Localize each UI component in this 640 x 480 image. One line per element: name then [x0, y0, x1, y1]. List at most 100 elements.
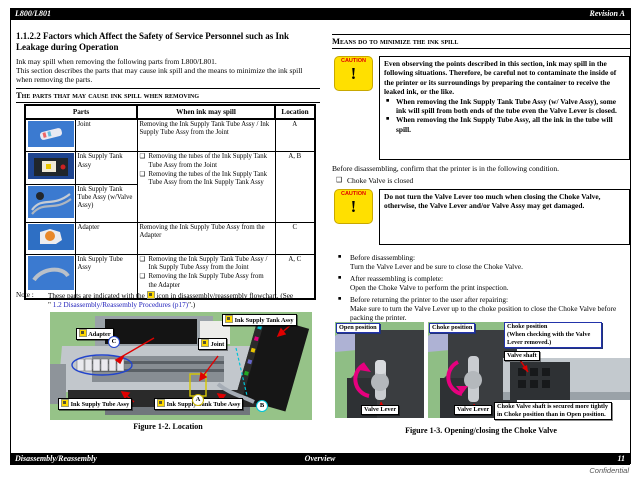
valve-photo-choke — [428, 322, 517, 418]
part-name: Ink Supply Tank Tube Assy (w/Valve Assy) — [74, 183, 138, 223]
part-photo-joint — [24, 118, 76, 153]
part-photo-tank-tube — [24, 183, 76, 223]
page-footer-bar: Disassembly/Reassembly Overview 11 — [10, 453, 630, 465]
footer-page-number: 11 — [617, 454, 625, 463]
part-photo-adapter — [24, 221, 76, 256]
header-revision: Revision A — [589, 9, 625, 18]
note: Note : These parts are indicated with th… — [16, 291, 320, 310]
location-marker-a: A — [192, 394, 204, 406]
bullet-body: Turn the Valve Lever and be sure to clos… — [350, 262, 523, 271]
col-header-location: Location — [274, 103, 316, 121]
bullet-title: Before disassembling: — [350, 253, 416, 262]
position-label: Choke position — [429, 323, 476, 333]
disassembly-flag-icon — [157, 399, 165, 407]
bullet-title: After reassembling is complete: — [350, 274, 444, 283]
figure-choke-position-photo: Choke position Valve Lever — [428, 322, 517, 418]
part-desc: Removing the Ink Supply Tank Tube Assy /… — [140, 256, 273, 272]
label-line: Choke position — [507, 323, 548, 330]
part-location: A, C — [274, 254, 316, 300]
part-photo-tube — [24, 254, 76, 300]
part-name: Adapter — [74, 221, 138, 256]
label-text: Adapter — [88, 331, 111, 338]
disassembly-flag-icon — [61, 399, 69, 407]
location-marker-c: C — [108, 336, 120, 348]
col-header-when: When ink may spill — [136, 103, 276, 121]
part-desc: Removing the tubes of the Ink Supply Tan… — [140, 153, 273, 169]
note-text: These parts are indicated with the — [48, 292, 145, 300]
figure-label-adapter: Adapter — [76, 328, 114, 340]
before-disassembling-text: Before disassembling, confirm that the p… — [332, 164, 560, 173]
header-model: L800/L801 — [15, 9, 51, 18]
subsection-title-parts: The parts that may cause ink spill when … — [16, 88, 320, 103]
part-desc: Removing the Ink Supply Tube Assy from t… — [136, 221, 276, 256]
procedures-link[interactable]: 1.2 Disassembly/Reassembly Procedures (p… — [52, 301, 189, 309]
table-row: Joint Removing the Ink Supply Tank Tube … — [24, 118, 316, 153]
figure-location-photo: Adapter Ink Supply Tank Assy Joint Ink S… — [50, 312, 312, 420]
exclamation-mark: ! — [350, 64, 357, 83]
label-text: Ink Supply Tube Assy — [70, 401, 130, 408]
condition-item: Choke Valve is closed — [336, 176, 637, 185]
bullet-title: Before returning the printer to the user… — [350, 295, 509, 304]
figure-label-tube: Ink Supply Tube Assy — [58, 398, 133, 410]
part-name: Ink Supply Tank Assy — [74, 151, 138, 185]
table-header-row: Parts When ink may spill Location — [24, 103, 316, 121]
intro-paragraph: Ink may spill when removing the followin… — [16, 57, 320, 84]
disassembly-flag-icon — [225, 315, 233, 323]
caution-word: CAUTION — [340, 191, 367, 197]
caution-text: Even observing the points described in t… — [384, 59, 617, 97]
position-label: Open position — [336, 323, 380, 333]
caution-text-box: Do not turn the Valve Lever too much whe… — [379, 189, 630, 245]
table-row: Ink Supply Tube Assy Removing the Ink Su… — [24, 254, 316, 300]
caution-block-1: CAUTION ! Even observing the points desc… — [334, 56, 630, 160]
bullet-item: After reassembling is complete: Open the… — [336, 274, 632, 292]
part-desc: Removing the Ink Supply Tank Tube Assy /… — [136, 118, 276, 153]
caution-bullet: When removing the Ink Supply Tank Tube A… — [384, 97, 625, 116]
col-header-parts: Parts — [24, 103, 138, 121]
part-location: A, B — [274, 151, 316, 223]
part-name: Ink Supply Tube Assy — [74, 254, 138, 300]
caution-text-box: Even observing the points described in t… — [379, 56, 630, 160]
caution-bullet: When removing the Ink Supply Tube Assy, … — [384, 115, 625, 134]
footer-chapter: Disassembly/Reassembly — [15, 454, 97, 463]
intro-line-2: This section describes the parts that ma… — [16, 66, 303, 84]
disassembly-flag-icon — [146, 291, 155, 299]
parts-table: Parts When ink may spill Location Joint … — [24, 103, 316, 300]
note-label: Note : — [16, 291, 34, 299]
part-location: C — [274, 221, 316, 256]
part-name: Joint — [74, 118, 138, 153]
part-desc-group: Removing the Ink Supply Tank Tube Assy /… — [136, 254, 276, 300]
part-photo-tank — [24, 151, 76, 185]
note-text: icon in disassembly/reassembly flowchart… — [156, 292, 294, 300]
valve-shaft-label: Valve shaft — [504, 351, 540, 361]
exclamation-mark: ! — [350, 197, 357, 216]
page-header-bar: L800/L801 Revision A — [10, 8, 630, 20]
shaft-note-box: Choke Valve shaft is secured more tightl… — [494, 402, 612, 420]
bullet-item: Before returning the printer to the user… — [336, 295, 632, 322]
intro-line-1: Ink may spill when removing the followin… — [16, 57, 217, 66]
part-desc: Removing the Ink Supply Tube Assy from t… — [140, 273, 273, 289]
subsection-title-means: Means do to minimize the ink spill — [332, 34, 630, 49]
label-text: Ink Supply Tank Tube Assy — [166, 401, 241, 408]
location-marker-b: B — [256, 400, 268, 412]
caution-icon: CAUTION ! — [334, 56, 373, 91]
position-label-removed: Choke position (When checking with the V… — [504, 322, 602, 348]
table-row: Adapter Removing the Ink Supply Tube Ass… — [24, 221, 316, 256]
figure-label-joint: Joint — [198, 338, 228, 350]
figure3-caption: Figure 1-3. Opening/closing the Choke Va… — [405, 426, 557, 435]
caution-icon: CAUTION ! — [334, 189, 373, 224]
caution-block-2: CAUTION ! Do not turn the Valve Lever to… — [334, 189, 630, 245]
bullet-body: Make sure to turn the Valve Lever up to … — [350, 304, 617, 322]
caution-word: CAUTION — [340, 58, 367, 64]
valve-lever-label: Valve Lever — [361, 405, 400, 415]
table-row: Ink Supply Tank Assy Removing the tubes … — [24, 151, 316, 223]
bullet-item: Before disassembling: Turn the Valve Lev… — [336, 253, 632, 271]
note-quote: " — [48, 301, 53, 309]
bullet-body: Open the Choke Valve to perform the prin… — [350, 283, 509, 292]
note-end: ".) — [188, 301, 196, 309]
label-text: Joint — [210, 341, 225, 348]
disassembly-flag-icon — [201, 339, 209, 347]
footer-section: Overview — [304, 454, 336, 463]
figure-label-tank: Ink Supply Tank Assy — [222, 314, 297, 326]
part-desc-group: Removing the tubes of the Ink Supply Tan… — [136, 151, 276, 223]
